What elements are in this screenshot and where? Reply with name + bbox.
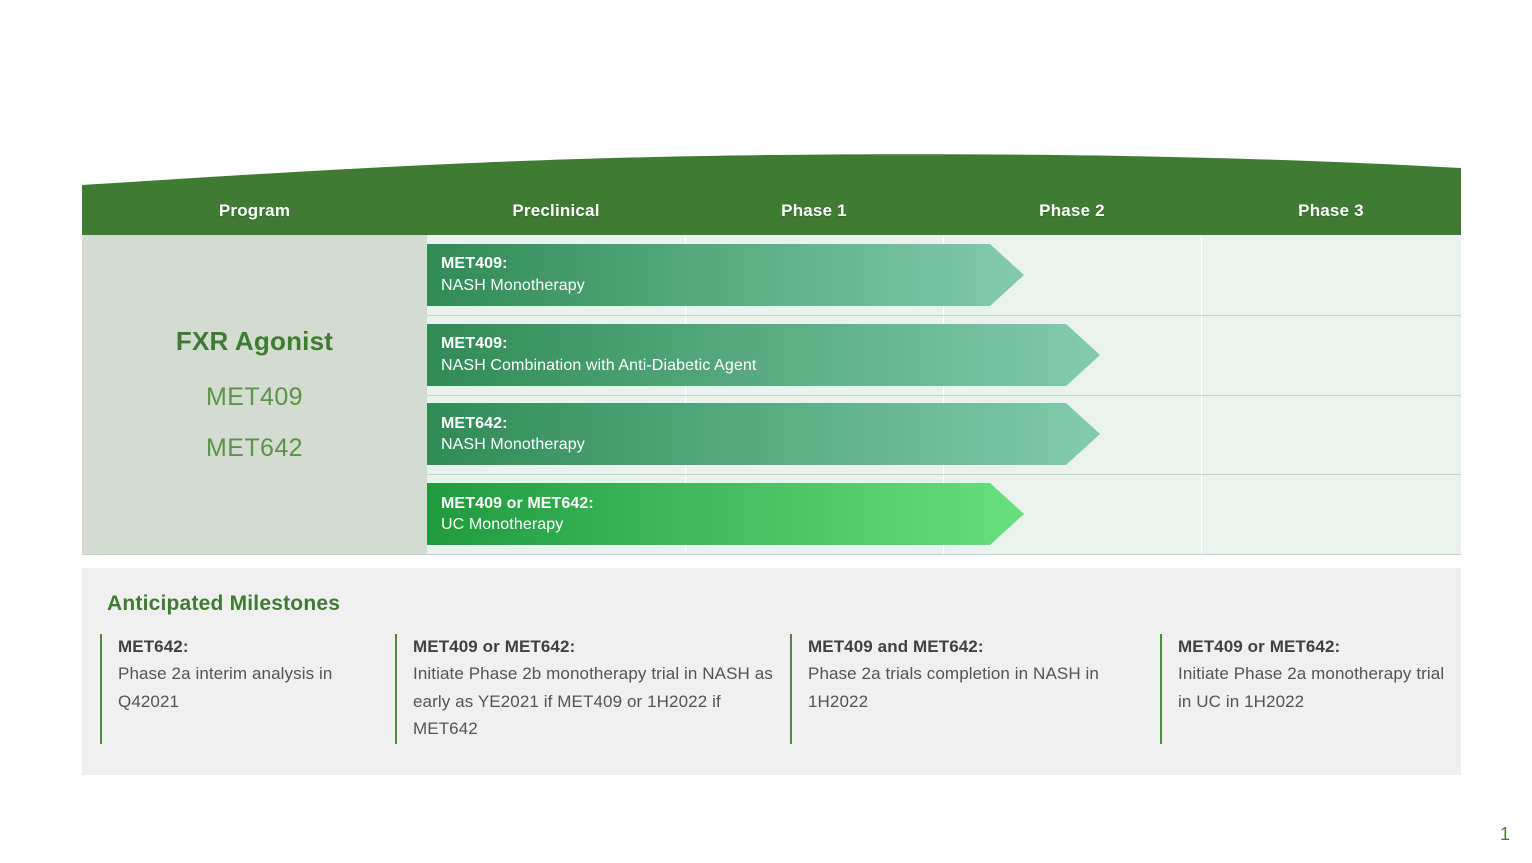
pipeline-bar-subtitle: UC Monotherapy (441, 516, 564, 534)
milestone-head: MET409 and MET642: (808, 637, 984, 656)
pipeline-bar-arrow (427, 483, 1024, 546)
pipeline-bar[interactable]: MET642: NASH Monotherapy (427, 403, 1100, 466)
milestone-head: MET409 or MET642: (413, 637, 576, 656)
milestone-head: MET642: (118, 637, 189, 656)
pipeline-header-band (82, 152, 1461, 235)
pipeline-body: FXR Agonist MET409 MET642 MET409: NASH Mo… (82, 235, 1461, 554)
page-number: 1 (1499, 824, 1510, 844)
pipeline-bar-title: MET409: (441, 255, 508, 273)
milestone-item: MET409 and MET642: Phase 2a trials comple… (790, 634, 1160, 744)
milestone-body: Initiate Phase 2b monotherapy trial in N… (413, 664, 773, 738)
milestone-body: Phase 2a trials completion in NASH in 1H… (808, 664, 1099, 711)
milestone-head: MET409 or MET642: (1178, 637, 1341, 656)
program-title: FXR Agonist (175, 326, 334, 356)
pipeline-bar[interactable]: MET409 or MET642: UC Monotherapy (427, 483, 1024, 546)
milestone-item: MET409 or MET642: Initiate Phase 2b monot… (395, 634, 790, 744)
program-column: FXR Agonist MET409 MET642 (82, 235, 427, 554)
milestones-title: Anticipated Milestones (107, 592, 341, 615)
row-divider (427, 394, 1461, 396)
pipeline-bar-arrow (427, 243, 1024, 306)
pipeline-bar-subtitle: NASH Monotherapy (441, 436, 585, 454)
row-divider (427, 314, 1461, 316)
program-code-met409: MET409 (206, 383, 303, 411)
pipeline-bar-title: MET409: (441, 335, 508, 353)
milestone-item: MET642: Phase 2a interim analysis in Q420… (100, 634, 395, 744)
milestone-body: Phase 2a interim analysis in Q42021 (118, 664, 333, 711)
pipeline-bar-subtitle: NASH Combination with Anti-Diabetic Agen… (441, 356, 757, 374)
pipeline-bar-title: MET409 or MET642: (441, 494, 594, 512)
row-divider (427, 474, 1461, 476)
pipeline-bar-arrow (427, 323, 1100, 386)
program-code-met642: MET642 (206, 434, 303, 462)
table-bottom-divider (82, 554, 1461, 555)
pipeline-bar[interactable]: MET409: NASH Monotherapy (427, 243, 1024, 306)
milestone-body: Initiate Phase 2a monotherapy trial in U… (1178, 664, 1445, 711)
pipeline-bar[interactable]: MET409: NASH Combination with Anti-Diabet… (427, 323, 1100, 386)
milestone-item: MET409 or MET642: Initiate Phase 2a monot… (1160, 634, 1450, 744)
pipeline-bar-subtitle: NASH Monotherapy (441, 276, 585, 294)
anticipated-milestones-panel: Anticipated Milestones MET642: Phase 2a i… (82, 568, 1461, 775)
pipeline-bar-title: MET642: (441, 414, 508, 432)
pipeline-bar-arrow (427, 403, 1100, 466)
